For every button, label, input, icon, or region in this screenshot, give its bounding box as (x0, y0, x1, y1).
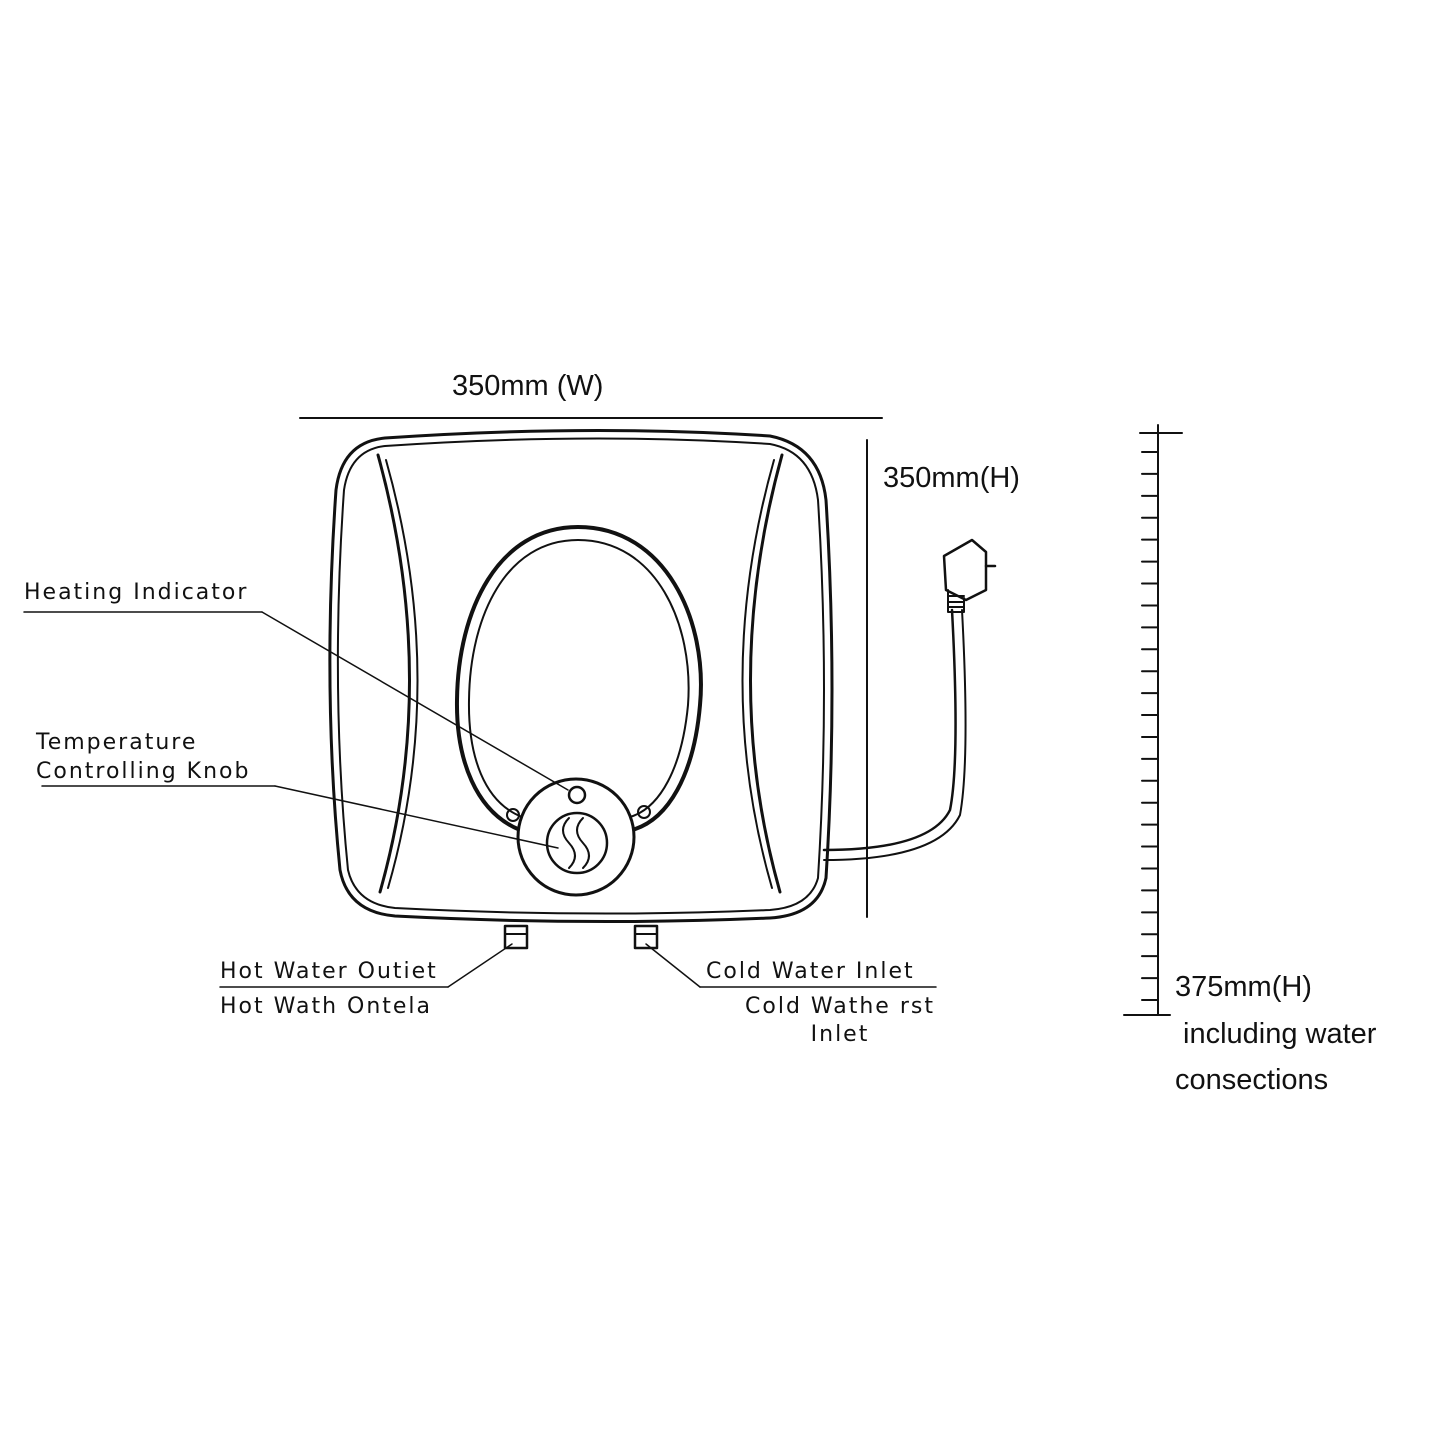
plug-strain-relief (947, 589, 965, 613)
mounting-screw-left (506, 808, 520, 822)
cold-water-inlet-label-line2: Cold Wathe rst (745, 994, 935, 1019)
temperature-knob (545, 811, 609, 875)
cold-water-inlet-pipe (633, 924, 659, 950)
left-side-panel-inner (385, 459, 419, 889)
knob-grip-wave-left (562, 817, 576, 869)
power-cable (822, 608, 957, 852)
knob-grip-wave-right (576, 817, 590, 869)
power-plug (942, 538, 988, 602)
control-dial-housing (516, 777, 636, 897)
hot-water-outlet-label-line2: Hot Wath Ontela (220, 994, 433, 1019)
mounting-screw-right (637, 805, 651, 819)
width-dimension-label: 350mm (W) (452, 370, 604, 402)
temperature-knob-label-line2: Controlling Knob (36, 759, 251, 784)
hot-water-outlet-pipe (503, 924, 529, 950)
total-height-label: 375mm(H) (1175, 971, 1312, 1003)
left-side-panel (376, 453, 411, 894)
total-height-note-line1: including water (1183, 1018, 1377, 1050)
total-height-note-line2: consections (1175, 1064, 1329, 1096)
heating-indicator-label: Heating Indicator (24, 580, 249, 605)
heating-indicator-light (567, 785, 587, 805)
temperature-knob-label-line1: Temperature (36, 730, 198, 755)
heater-body-outline (328, 428, 834, 924)
leader-temperature-knob (274, 785, 559, 849)
leader-cold-inlet (645, 943, 701, 988)
height-dimension-label: 350mm(H) (883, 462, 1020, 494)
leader-hot-outlet (447, 943, 513, 988)
hot-water-outlet-label-line1: Hot Water Outiet (220, 959, 438, 984)
leader-heating-indicator (261, 611, 569, 791)
cold-water-inlet-label-line1: Cold Water Inlet (706, 959, 915, 984)
right-side-panel (749, 453, 784, 894)
cold-water-inlet-label-line3: Inlet (810, 1022, 870, 1047)
heater-body-inner-outline (336, 437, 825, 915)
power-cable-inner (823, 609, 967, 861)
ruler-ticks (1141, 451, 1159, 1001)
front-oval-panel-inner (467, 539, 690, 818)
right-side-panel-inner (741, 459, 775, 889)
